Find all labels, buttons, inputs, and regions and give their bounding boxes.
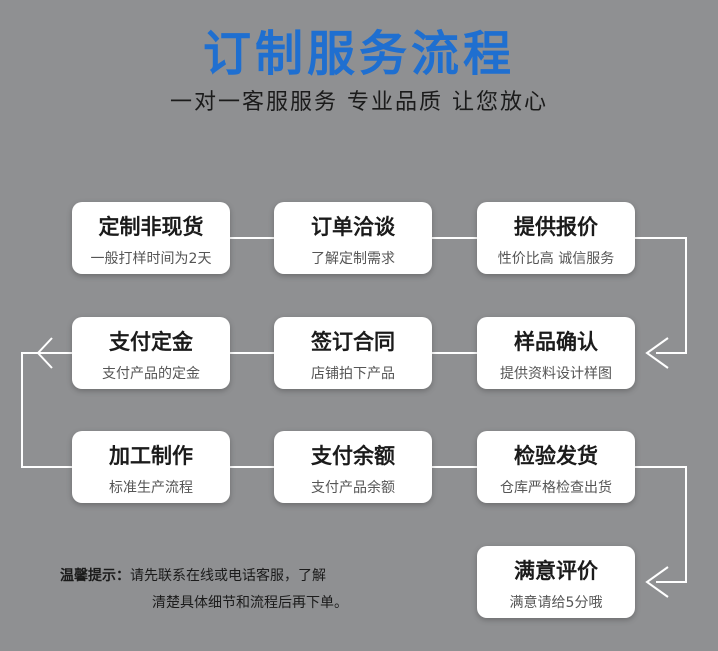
notice-text-1: 请先联系在线或电话客服，了解 [130, 568, 326, 584]
step-card-7: 加工制作 标准生产流程 [72, 431, 230, 503]
step-desc: 仓库严格检查出货 [500, 480, 612, 496]
step-title: 提供报价 [514, 215, 598, 239]
connector-9-10 [635, 466, 687, 583]
step-title: 订单洽谈 [311, 215, 395, 239]
step-card-6: 支付定金 支付产品的定金 [72, 317, 230, 389]
step-desc: 标准生产流程 [109, 480, 193, 496]
notice-text-2: 清楚具体细节和流程后再下单。 [152, 595, 348, 611]
notice-label: 温馨提示： [60, 568, 130, 584]
arrowhead-6-7 [36, 337, 53, 369]
step-card-10: 满意评价 满意请给5分哦 [477, 546, 635, 618]
connector-3-4 [635, 237, 687, 354]
step-desc: 性价比高 诚信服务 [497, 251, 615, 267]
step-title: 满意评价 [514, 559, 598, 583]
step-card-9: 检验发货 仓库严格检查出货 [477, 431, 635, 503]
step-title: 支付余额 [311, 444, 395, 468]
step-desc: 支付产品的定金 [102, 366, 200, 382]
page-title: 订制服务流程 [202, 26, 515, 82]
step-title: 支付定金 [109, 330, 193, 354]
step-desc: 提供资料设计样图 [500, 366, 612, 382]
arrowhead-9-10 [645, 566, 669, 598]
connector-6-7 [21, 352, 72, 468]
step-desc: 一般打样时间为2天 [90, 251, 212, 267]
step-desc: 店铺拍下产品 [311, 366, 395, 382]
arrowhead-3-4 [645, 337, 669, 369]
step-title: 定制非现货 [98, 215, 204, 239]
step-desc: 了解定制需求 [311, 251, 395, 267]
step-card-1: 定制非现货 一般打样时间为2天 [72, 202, 230, 274]
step-desc: 满意请给5分哦 [509, 595, 603, 611]
step-desc: 支付产品余额 [311, 480, 395, 496]
page-subtitle: 一对一客服服务 专业品质 让您放心 [170, 90, 548, 115]
step-card-3: 提供报价 性价比高 诚信服务 [477, 202, 635, 274]
step-card-5: 签订合同 店铺拍下产品 [274, 317, 432, 389]
step-title: 加工制作 [109, 444, 193, 468]
step-card-8: 支付余额 支付产品余额 [274, 431, 432, 503]
step-card-2: 订单洽谈 了解定制需求 [274, 202, 432, 274]
step-title: 签订合同 [311, 330, 395, 354]
notice-line-1: 温馨提示：请先联系在线或电话客服，了解 [60, 563, 348, 590]
step-card-4: 样品确认 提供资料设计样图 [477, 317, 635, 389]
step-title: 检验发货 [514, 444, 598, 468]
notice: 温馨提示：请先联系在线或电话客服，了解 清楚具体细节和流程后再下单。 [60, 563, 348, 617]
step-title: 样品确认 [514, 330, 598, 354]
